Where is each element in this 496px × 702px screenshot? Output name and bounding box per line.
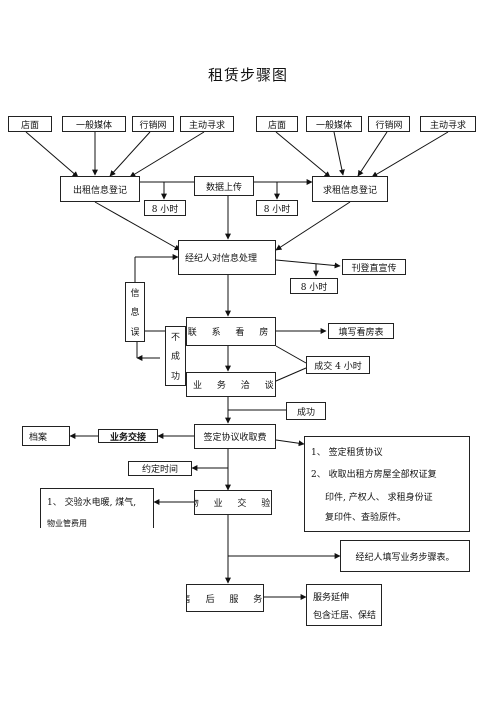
contact-viewing-box: 联 系 看 房 bbox=[186, 317, 276, 346]
agreed-time-box: 约定时间 bbox=[128, 461, 192, 476]
not-success-char-2: 成 bbox=[170, 352, 180, 363]
info-error-char-3: 误 bbox=[130, 327, 140, 338]
hours-mid-box: 8 小时 bbox=[290, 278, 338, 294]
right-source-general-media: 一般媒体 bbox=[306, 116, 362, 132]
contact-viewing-label: 联 系 看 房 bbox=[187, 328, 275, 338]
service-extension-1: 服务延伸 bbox=[313, 592, 350, 603]
right-source-storefront: 店面 bbox=[256, 116, 298, 132]
agreement-note-2: 2、 收取出租方房屋全部权证复 bbox=[311, 470, 437, 481]
left-source-general-media: 一般媒体 bbox=[62, 116, 126, 132]
agreement-note-1: 1、 签定租赁协议 bbox=[311, 448, 383, 458]
right-source-sales-network: 行销网 bbox=[368, 116, 410, 132]
info-error-char-2: 息 bbox=[130, 308, 140, 319]
utilities-note-2: 物业管费用 bbox=[47, 519, 87, 528]
rent-seek-register-box: 求租信息登记 bbox=[312, 176, 388, 202]
info-error-box: 信 息 误 bbox=[125, 282, 145, 342]
right-source-active-search: 主动寻求 bbox=[420, 116, 476, 132]
not-success-char-3: 功 bbox=[170, 371, 180, 382]
agreement-notes-box: 1、 签定租赁协议 2、 收取出租方房屋全部权证复 印件, 产权人、 求租身份证… bbox=[304, 436, 470, 532]
archive-box: 档案 bbox=[22, 426, 70, 446]
after-sales-label: 售 后 服 务 bbox=[186, 594, 264, 605]
utilities-note-1: 1、 交验水电暖, 煤气, bbox=[47, 498, 137, 508]
info-error-char-1: 信 bbox=[130, 289, 140, 300]
page-title: 租赁步骤图 bbox=[207, 66, 288, 84]
utilities-note-box: 1、 交验水电暖, 煤气, 物业管费用 bbox=[40, 488, 154, 528]
sign-agreement-box: 签定协议收取费 bbox=[194, 424, 276, 449]
rent-out-register-box: 出租信息登记 bbox=[60, 176, 140, 202]
business-negotiation-label: 业 务 洽 谈 bbox=[193, 381, 276, 391]
service-extension-box: 服务延伸 包含迁居、保结 bbox=[306, 584, 382, 626]
agent-process-box: 经纪人对信息处理 bbox=[178, 240, 276, 275]
not-success-char-1: 不 bbox=[170, 333, 180, 344]
agent-fill-form-box: 经纪人填写业务步骤表。 bbox=[340, 540, 470, 572]
hours-left-box: 8 小时 bbox=[144, 200, 186, 216]
list-ad-box: 刊登直宣传 bbox=[342, 259, 406, 275]
left-source-sales-network: 行销网 bbox=[132, 116, 174, 132]
hours-right-box: 8 小时 bbox=[256, 200, 298, 216]
success-box: 成功 bbox=[286, 402, 326, 420]
property-handover-label: 物 业 交 验 bbox=[194, 499, 272, 509]
left-source-storefront: 店面 bbox=[8, 116, 52, 132]
agreement-note-3: 印件, 产权人、 求租身份证 bbox=[325, 492, 433, 503]
left-source-active-search: 主动寻求 bbox=[180, 116, 234, 132]
fill-viewing-form-box: 填写看房表 bbox=[328, 323, 394, 339]
business-handover-box: 业务交接 bbox=[98, 429, 158, 443]
after-sales-box: 售 后 服 务 bbox=[186, 584, 264, 612]
deal-4h-box: 成交 4 小时 bbox=[306, 356, 370, 374]
business-negotiation-box: 业 务 洽 谈 bbox=[186, 372, 276, 397]
not-success-box: 不 成 功 bbox=[165, 326, 186, 386]
service-extension-2: 包含迁居、保结 bbox=[313, 610, 377, 621]
property-handover-box: 物 业 交 验 bbox=[194, 490, 272, 515]
agreement-note-4: 复印件、查验原件。 bbox=[325, 512, 407, 523]
data-upload-box: 数据上传 bbox=[194, 176, 254, 196]
